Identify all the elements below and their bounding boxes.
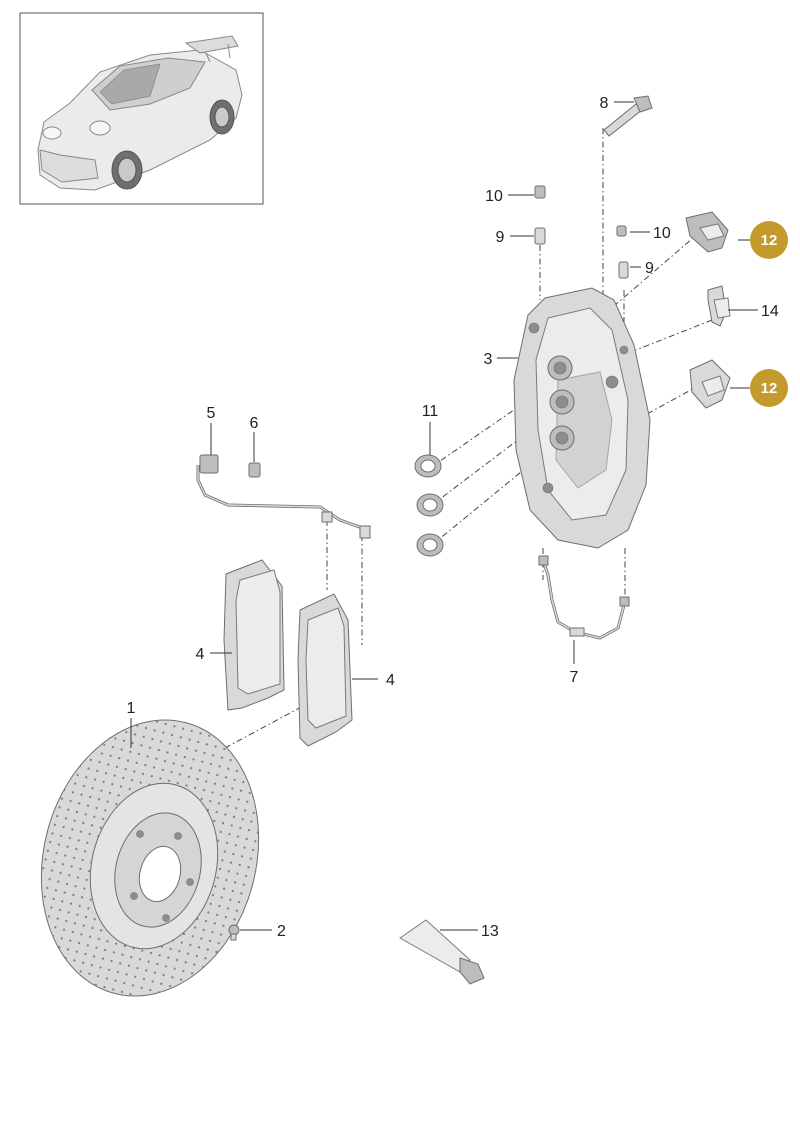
part-brake-caliper[interactable] bbox=[513, 287, 651, 549]
part-spring-clip-upper[interactable] bbox=[685, 211, 729, 253]
part-bleeder-cap-right[interactable] bbox=[616, 225, 627, 237]
part-disc-screw[interactable] bbox=[228, 924, 240, 941]
callout-5[interactable]: 5 bbox=[207, 405, 216, 422]
part-brake-line[interactable] bbox=[538, 555, 630, 640]
part-brake-pad-left[interactable] bbox=[223, 559, 285, 711]
callout-12-upper-badge[interactable]: 12 bbox=[750, 221, 788, 259]
callout-10-right[interactable]: 10 bbox=[653, 225, 671, 242]
callout-10-left[interactable]: 10 bbox=[485, 188, 503, 205]
part-bleeder-valve-right[interactable] bbox=[618, 261, 629, 279]
callout-4-left[interactable]: 4 bbox=[196, 646, 205, 663]
callout-12-lower-badge[interactable]: 12 bbox=[750, 369, 788, 407]
part-retaining-clip[interactable] bbox=[707, 285, 731, 327]
assembly-lines bbox=[189, 128, 713, 928]
part-bleeder-cap-left[interactable] bbox=[534, 185, 546, 199]
callout-6[interactable]: 6 bbox=[250, 415, 259, 432]
part-bolt[interactable] bbox=[603, 95, 653, 137]
callout-14[interactable]: 14 bbox=[761, 303, 779, 320]
callout-labels: 1 2 3 4 4 5 6 7 8 9 9 10 10 11 13 14 12 … bbox=[127, 95, 788, 940]
callout-2[interactable]: 2 bbox=[277, 923, 286, 940]
part-spring-clip-lower[interactable] bbox=[689, 359, 731, 409]
part-seal-ring-2[interactable] bbox=[416, 493, 444, 517]
part-seal-ring-1[interactable] bbox=[414, 454, 442, 478]
callout-4-right[interactable]: 4 bbox=[386, 672, 395, 689]
callout-12-lower: 12 bbox=[761, 380, 778, 397]
callout-7[interactable]: 7 bbox=[570, 669, 579, 686]
part-sensor-clip[interactable] bbox=[248, 462, 261, 478]
part-seal-ring-3[interactable] bbox=[416, 533, 444, 557]
callout-11[interactable]: 11 bbox=[422, 403, 439, 420]
leader-lines bbox=[130, 101, 758, 931]
callout-12-upper: 12 bbox=[761, 232, 778, 249]
callout-9-right[interactable]: 9 bbox=[645, 260, 654, 277]
callout-1[interactable]: 1 bbox=[127, 700, 136, 717]
car-thumbnail-icon bbox=[37, 35, 243, 191]
part-wear-sensor[interactable] bbox=[196, 454, 371, 539]
callout-3[interactable]: 3 bbox=[484, 351, 493, 368]
part-bleeder-valve-left[interactable] bbox=[534, 227, 546, 245]
callout-13[interactable]: 13 bbox=[481, 923, 499, 940]
callout-8[interactable]: 8 bbox=[600, 95, 609, 112]
car-thumbnail[interactable] bbox=[19, 12, 264, 205]
callout-9-left[interactable]: 9 bbox=[496, 229, 505, 246]
part-brake-pad-right[interactable] bbox=[297, 593, 353, 747]
part-paste-tube[interactable] bbox=[399, 919, 485, 985]
part-brake-disc[interactable] bbox=[11, 695, 288, 1020]
